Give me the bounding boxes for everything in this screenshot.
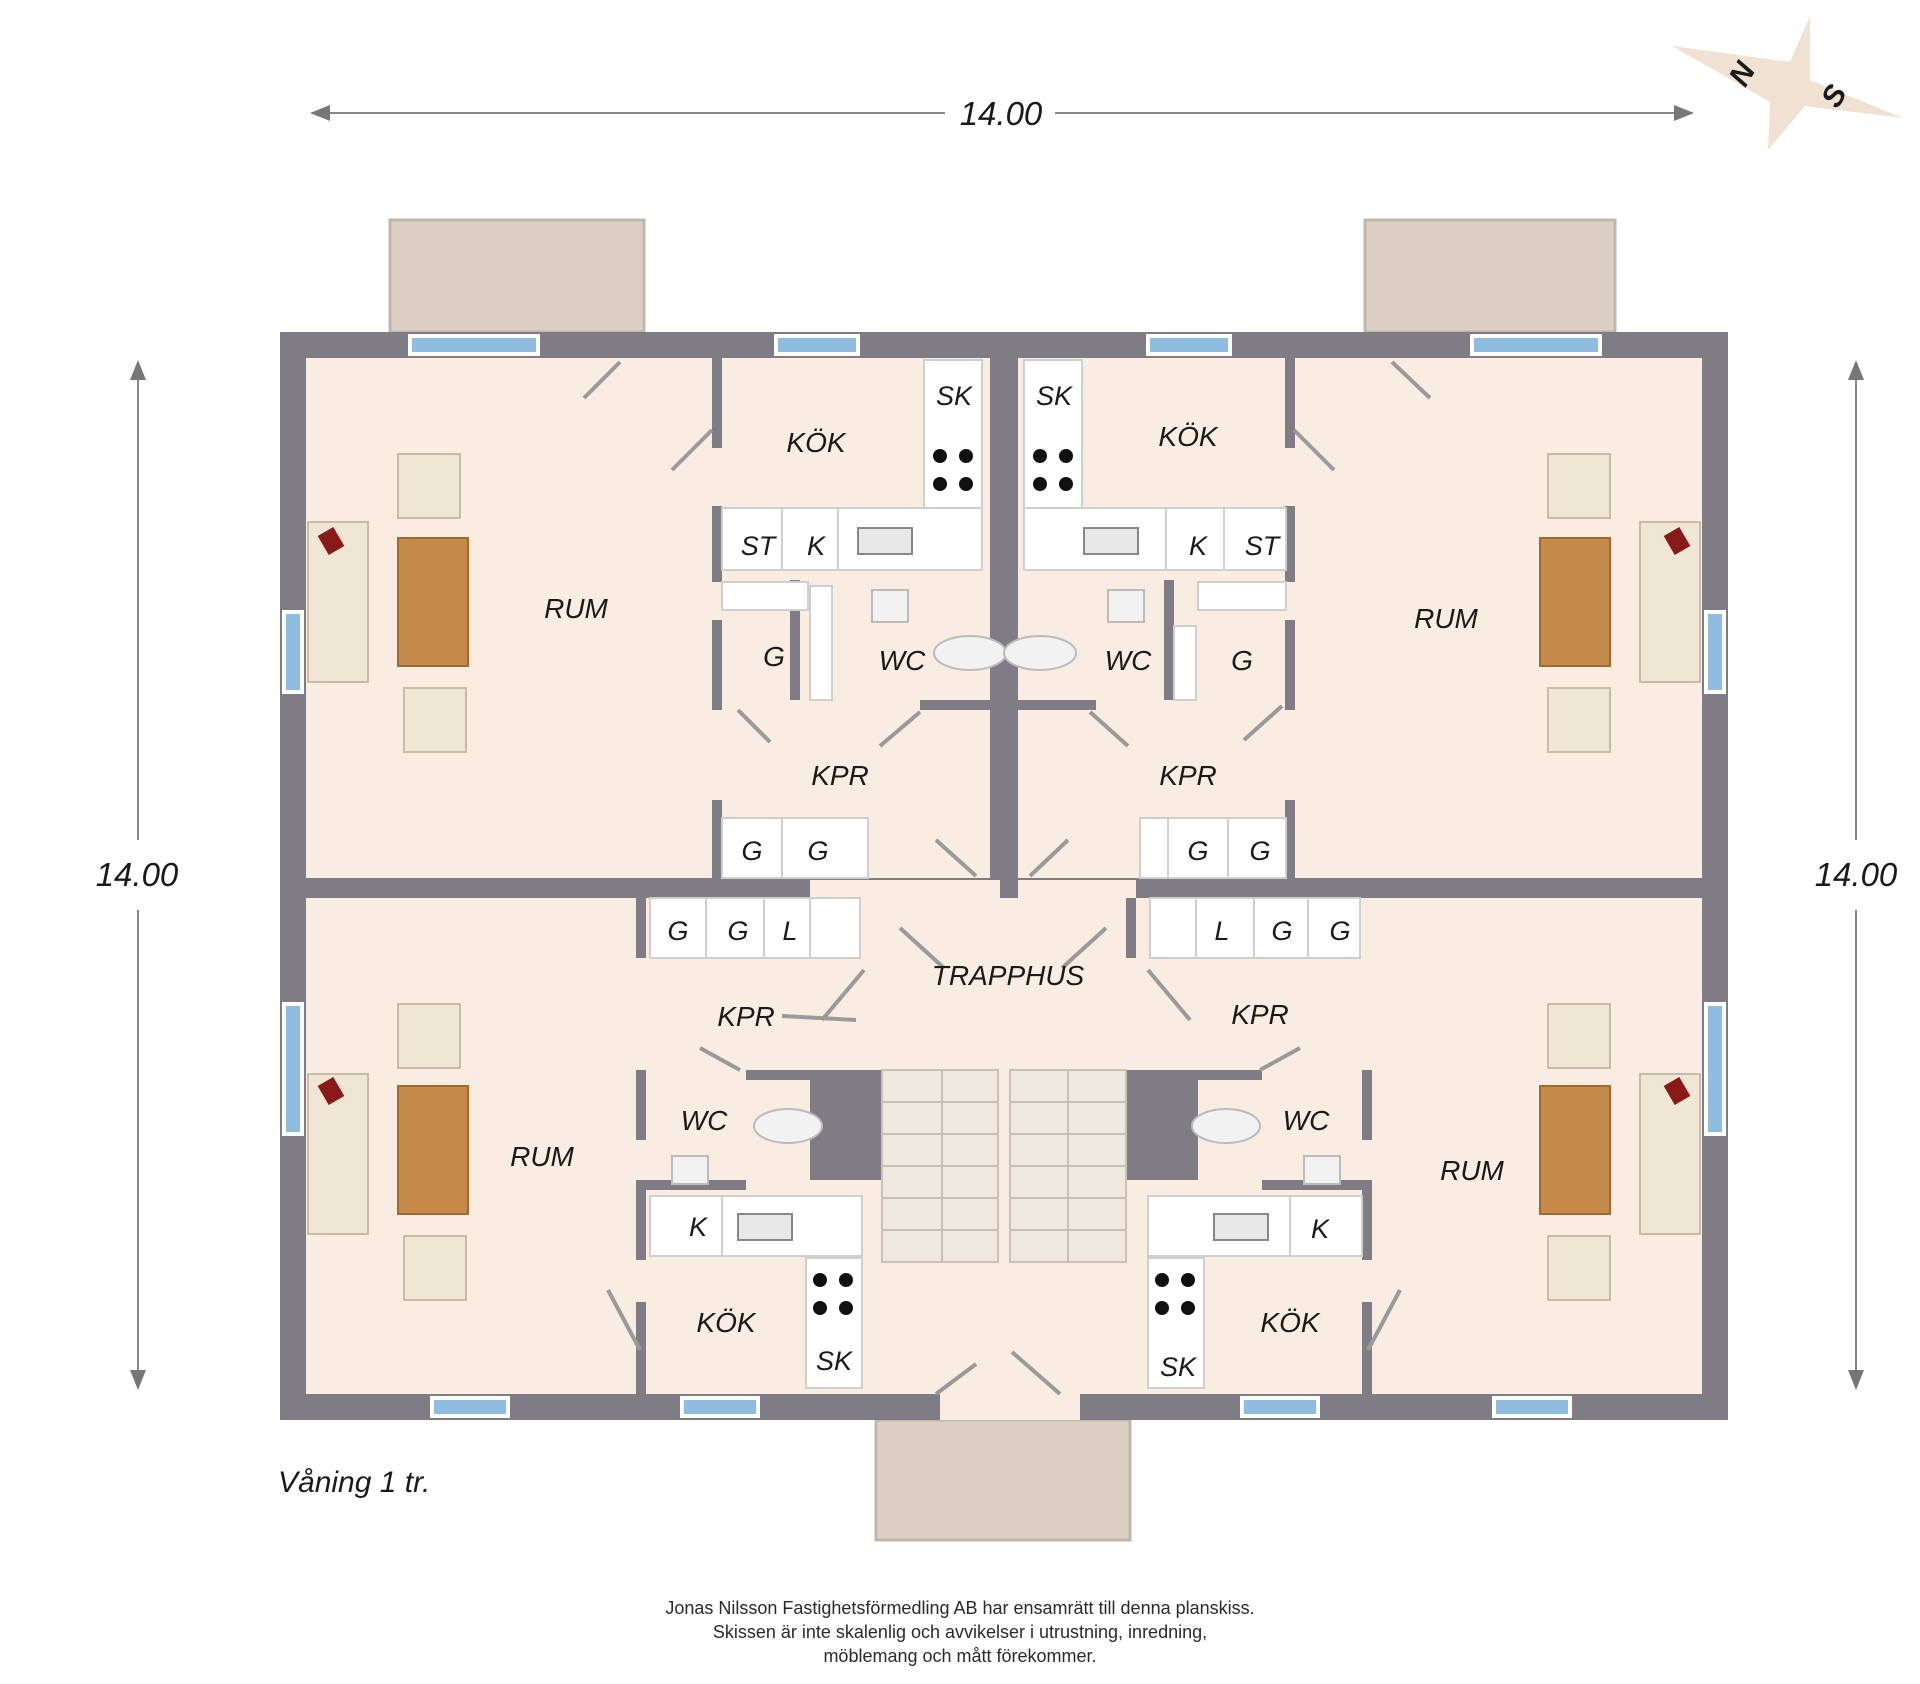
label-hall-bottom-left: KPR (717, 1001, 775, 1032)
label-living-top-left: RUM (544, 593, 608, 624)
label-k-bottom-left: K (689, 1212, 708, 1242)
label-living-top-right: RUM (1414, 603, 1478, 634)
label-k-bottom-right: K (1311, 1214, 1330, 1244)
door-swings (582, 360, 1432, 1396)
balcony-bottom (874, 1418, 1132, 1542)
label-wc-bottom-left: WC (681, 1105, 728, 1136)
footer-disclaimer: Jonas Nilsson Fastighetsförmedling AB ha… (0, 1596, 1920, 1668)
floor-label: Våning 1 tr. (278, 1466, 430, 1499)
label-hall-closet-3-bottom-right: G (1329, 916, 1350, 946)
label-closet-top-right: G (1231, 645, 1253, 676)
label-wc-top-left: WC (879, 645, 926, 676)
label-closet-top-left: G (763, 641, 785, 672)
labels-bottom-right: RUM KÖK KPR WC SK K L G G (1160, 916, 1505, 1382)
furniture-bottom-left (307, 1003, 469, 1301)
label-sk-bottom-right: SK (1160, 1352, 1197, 1382)
label-kitchen-bottom-right: KÖK (1260, 1307, 1320, 1338)
stairwell-gap (1000, 878, 1018, 898)
label-stairwell: TRAPPHUS (932, 960, 1085, 991)
fixtures-top-right (1023, 359, 1287, 879)
label-k-top-left: K (807, 531, 826, 561)
label-hall-closet-1-top-right: G (1187, 836, 1208, 866)
footer-line-3: möblemang och mått förekommer. (823, 1646, 1097, 1666)
apartment-bottom-left-floor (306, 898, 810, 1394)
label-hall-closet-2-top-right: G (1249, 836, 1270, 866)
windows (282, 334, 1726, 1418)
balcony-top-left (388, 218, 646, 334)
label-k-top-right: K (1189, 531, 1208, 561)
labels-top-left: RUM KÖK KPR WC G SK ST K G G (544, 381, 973, 866)
label-sk-top-right: SK (1036, 381, 1073, 411)
label-hall-top-left: KPR (811, 760, 869, 791)
labels-top-right: RUM KÖK KPR WC G SK ST K G G (1036, 381, 1479, 866)
label-sk-top-left: SK (936, 381, 973, 411)
label-hall-closet-1-top-left: G (741, 836, 762, 866)
label-kitchen-bottom-left: KÖK (696, 1307, 756, 1338)
label-hall-closet-3-bottom-left: L (782, 916, 797, 946)
label-sk-bottom-left: SK (816, 1346, 853, 1376)
label-living-bottom-right: RUM (1440, 1155, 1504, 1186)
label-hall-bottom-right: KPR (1231, 999, 1289, 1030)
stove-burners (813, 449, 1195, 1315)
stairs (881, 1069, 1127, 1263)
entrance-opening (940, 1394, 1080, 1420)
furniture-bottom-right (1539, 1003, 1701, 1301)
compass-rose: N S (1672, 16, 1903, 150)
label-hall-top-right: KPR (1159, 760, 1217, 791)
labels-bottom-left: RUM KÖK KPR WC SK K G G L (510, 916, 853, 1376)
apartment-bottom-right-floor (1136, 898, 1702, 1394)
label-st-top-left: ST (741, 531, 778, 561)
label-kitchen-top-left: KÖK (786, 427, 846, 458)
label-hall-closet-1-bottom-right: L (1214, 916, 1229, 946)
label-st-top-right: ST (1245, 531, 1282, 561)
label-hall-closet-1-bottom-left: G (667, 916, 688, 946)
interior-partitions (636, 358, 1372, 1394)
toilet-fixtures (671, 589, 1341, 1185)
label-hall-closet-2-bottom-left: G (727, 916, 748, 946)
furniture-top-left (307, 453, 469, 753)
dimension-right-label: 14.00 (1815, 856, 1898, 893)
dimension-top-label: 14.00 (960, 95, 1043, 132)
dimension-top: 14.00 (310, 95, 1694, 132)
dimension-right: 14.00 (1815, 360, 1898, 1390)
label-hall-closet-2-bottom-right: G (1271, 916, 1292, 946)
footer-line-2: Skissen är inte skalenlig och avvikelser… (712, 1622, 1208, 1642)
label-kitchen-top-right: KÖK (1158, 421, 1218, 452)
label-wc-top-right: WC (1105, 645, 1152, 676)
furniture-top-right (1539, 453, 1701, 753)
balcony-top-right (1363, 218, 1617, 334)
footer-line-1: Jonas Nilsson Fastighetsförmedling AB ha… (665, 1598, 1255, 1618)
dimension-left-label: 14.00 (96, 856, 179, 893)
label-wc-bottom-right: WC (1283, 1105, 1330, 1136)
fixtures-top-left (649, 359, 983, 959)
label-living-bottom-left: RUM (510, 1141, 574, 1172)
label-hall-closet-2-top-left: G (807, 836, 828, 866)
dimension-left: 14.00 (96, 360, 179, 1390)
